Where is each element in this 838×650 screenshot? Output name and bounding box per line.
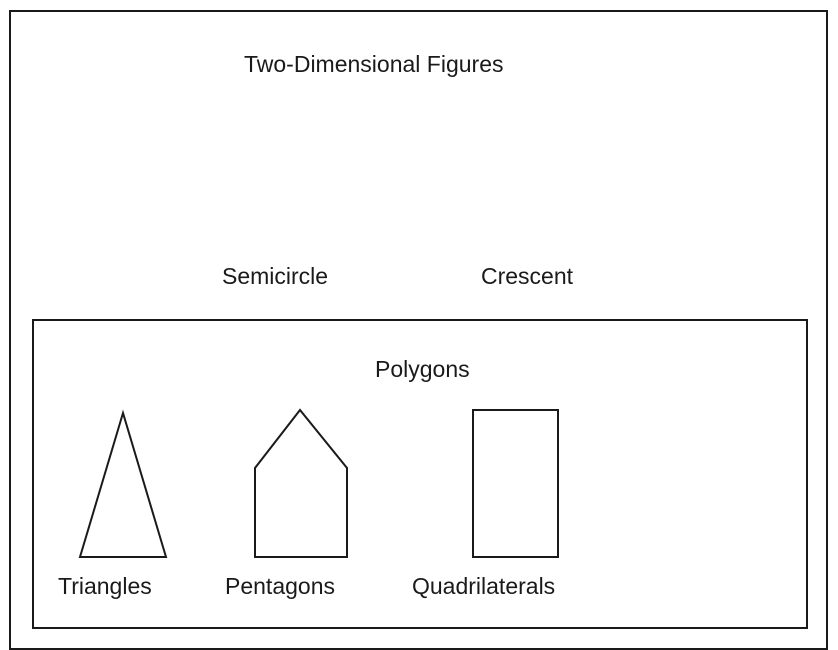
quadrilaterals-label: Quadrilaterals: [412, 573, 556, 599]
semicircle-label: Semicircle: [222, 263, 329, 289]
pentagon-icon: [254, 408, 348, 558]
triangle-icon: [78, 409, 168, 558]
diagram-title: Two-Dimensional Figures: [244, 51, 504, 77]
rectangle-icon: [472, 409, 559, 558]
triangles-label: Triangles: [58, 573, 152, 599]
pentagons-label: Pentagons: [225, 573, 335, 599]
polygons-title: Polygons: [375, 356, 470, 382]
polygons-frame: [32, 319, 808, 629]
crescent-label: Crescent: [481, 263, 574, 289]
